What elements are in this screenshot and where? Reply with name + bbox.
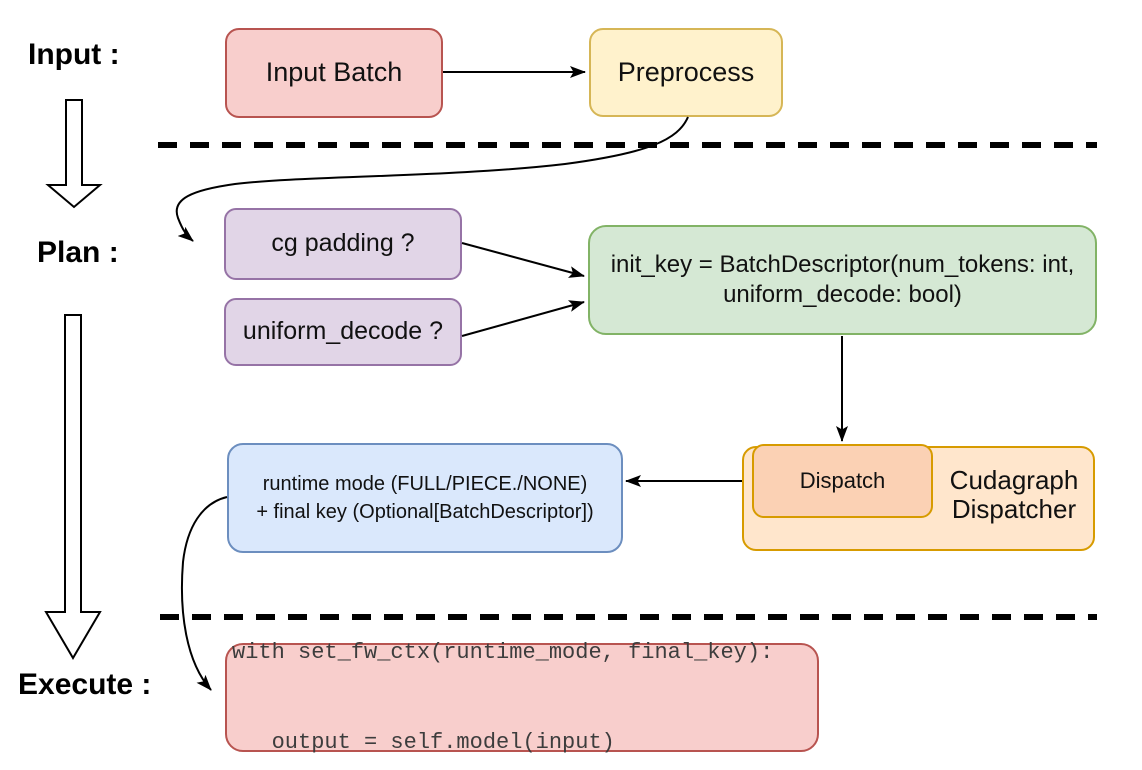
node-dispatch: Dispatch [752, 444, 933, 518]
node-runtime-mode: runtime mode (FULL/PIECE./NONE) + final … [227, 443, 623, 553]
arrow-uniformdecode-to-initkey [461, 300, 585, 337]
cudagraph-label-line2: Dispatcher [951, 494, 1077, 524]
node-cg-padding: cg padding ? [224, 208, 462, 280]
node-runtime-mode-line2: + final key (Optional[BatchDescriptor]) [256, 501, 594, 523]
node-execute-code: with set_fw_ctx(runtime_mode, final_key)… [225, 640, 819, 755]
arrow-runtimemode-to-executecode [180, 496, 228, 691]
node-uniform-decode-label: uniform_decode ? [242, 317, 444, 346]
node-runtime-mode-line1: runtime mode (FULL/PIECE./NONE) [262, 473, 588, 495]
node-init-key-line2: uniform_decode: bool) [723, 281, 962, 308]
node-cg-padding-label: cg padding ? [271, 229, 415, 258]
stage-label-plan: Plan : [37, 236, 119, 269]
stage-label-input: Input : [28, 38, 120, 71]
stage-label-execute: Execute : [18, 668, 152, 701]
arrow-cgpadding-to-initkey [461, 242, 585, 278]
node-uniform-decode: uniform_decode ? [224, 298, 462, 366]
block-arrow-input-to-plan [45, 99, 103, 209]
node-init-key: init_key = BatchDescriptor(num_tokens: i… [588, 225, 1097, 335]
node-cudagraph-dispatcher-label: Cudagraph Dispatcher [933, 466, 1095, 524]
execute-code-line2: output = self.model(input) [232, 729, 615, 755]
node-preprocess-label: Preprocess [617, 56, 755, 87]
node-input-batch-label: Input Batch [265, 57, 403, 88]
node-input-batch: Input Batch [225, 28, 443, 118]
node-preprocess: Preprocess [589, 28, 783, 117]
cudagraph-label-line1: Cudagraph [949, 465, 1079, 495]
node-dispatch-label: Dispatch [799, 468, 886, 494]
block-arrow-plan-to-execute [44, 314, 102, 660]
node-init-key-line1: init_key = BatchDescriptor(num_tokens: i… [610, 251, 1075, 278]
execute-code-line1: with set_fw_ctx(runtime_mode, final_key)… [232, 639, 774, 665]
